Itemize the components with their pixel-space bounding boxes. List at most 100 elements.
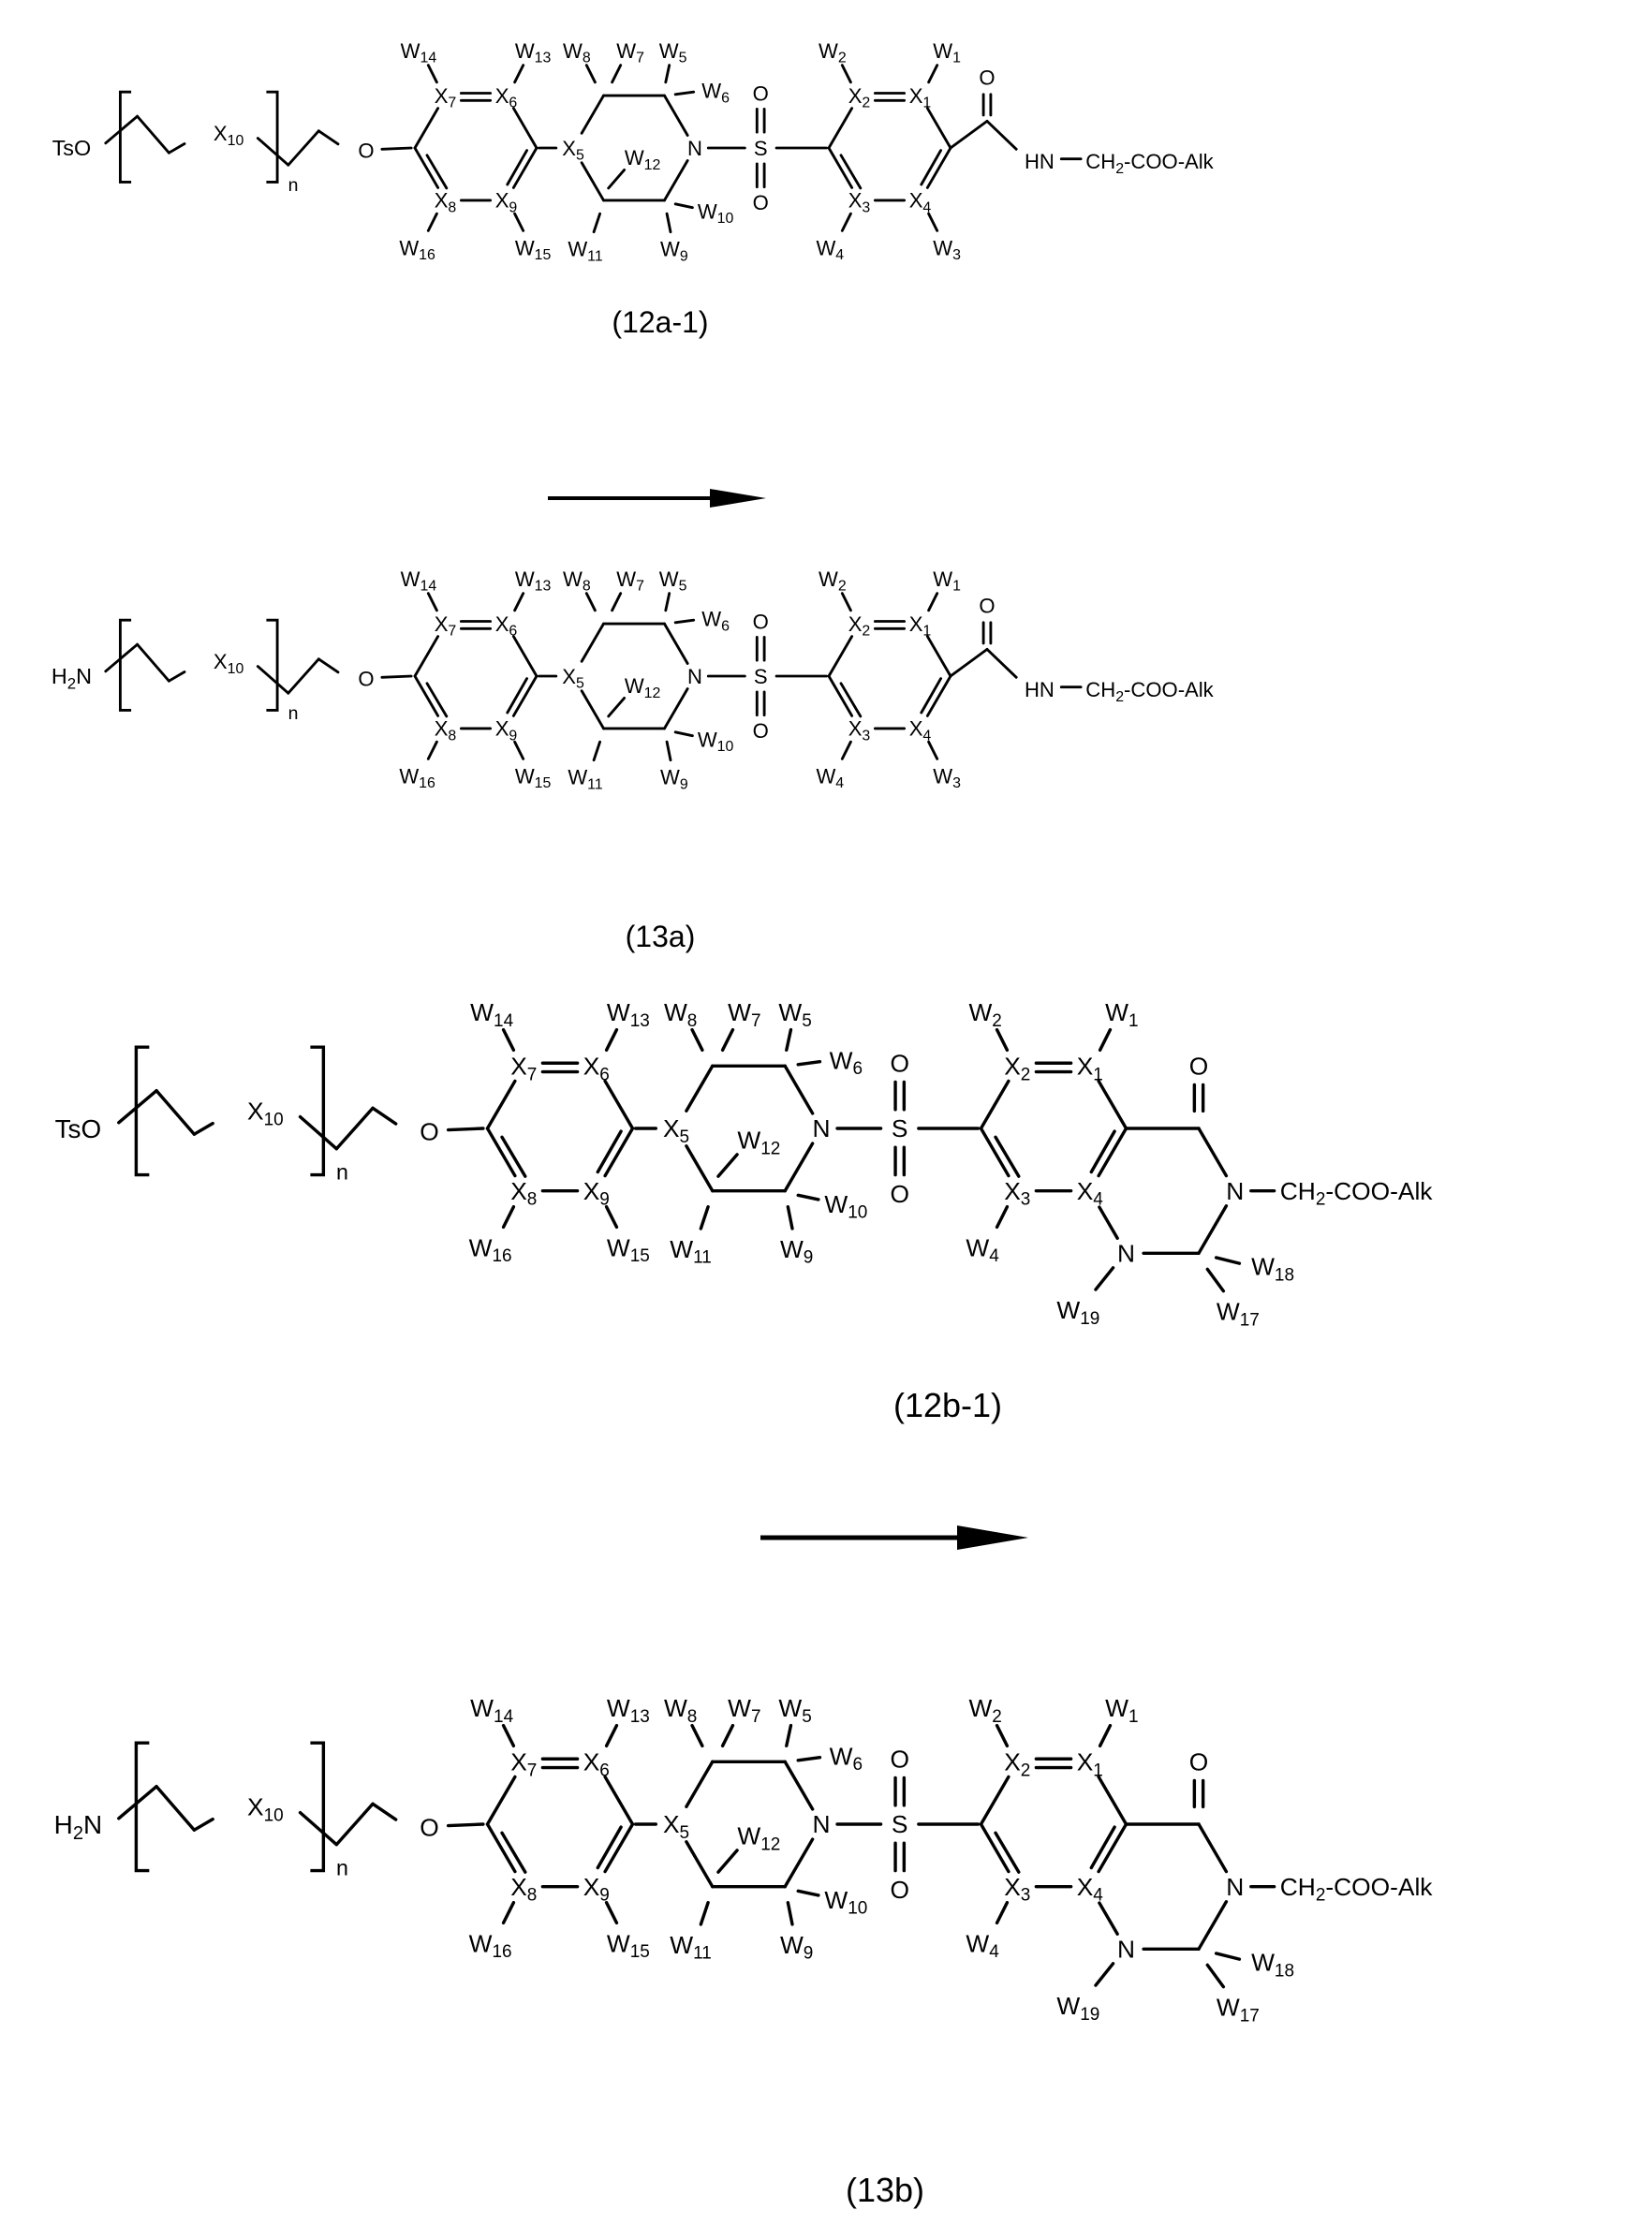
bond [783, 1064, 815, 1115]
bond [580, 689, 605, 730]
atom-label-w5: W5 [659, 39, 687, 66]
atom-label-w12: W12 [737, 1127, 780, 1159]
atom-label-w8: W8 [563, 567, 591, 595]
atom-label-w8: W8 [664, 1694, 697, 1727]
atom-label-w1: W1 [1105, 998, 1138, 1031]
bond [584, 64, 597, 84]
bond [785, 1027, 793, 1053]
bracket-open [134, 1045, 150, 1177]
atom-label-w2: W2 [819, 39, 847, 66]
bond [985, 647, 1018, 679]
bond [785, 1723, 793, 1748]
atom-label-w16: W16 [469, 1233, 512, 1266]
atom-label-w12: W12 [737, 1822, 780, 1855]
bond [1197, 1900, 1229, 1952]
atom-label-x7: X7 [435, 84, 457, 111]
bond [925, 635, 952, 678]
atom-label-w1: W1 [933, 567, 961, 595]
atom-label-w18: W18 [1251, 1948, 1294, 1981]
atom-label-w9: W9 [780, 1235, 813, 1268]
bond [995, 1723, 1010, 1748]
atom-label-w7: W7 [728, 1694, 760, 1727]
bond [839, 154, 863, 190]
bracket-open [134, 1741, 150, 1873]
bond [485, 1775, 517, 1826]
bond [685, 1144, 715, 1193]
bond [485, 1127, 517, 1178]
bond [485, 1079, 517, 1130]
reaction-arrow-2-head [957, 1525, 1028, 1550]
bond [446, 1822, 485, 1828]
atom-label-s: S [754, 137, 768, 160]
atom-label-w11: W11 [670, 1931, 712, 1964]
bond [673, 618, 696, 625]
bond [1197, 1204, 1229, 1256]
bond [611, 592, 623, 612]
bond [720, 1027, 735, 1053]
atom-label-x6: X6 [583, 1053, 610, 1085]
atom-label-s: S [754, 665, 768, 688]
bond [1197, 1822, 1229, 1874]
atom-label-ring_n: N [812, 1810, 830, 1838]
atom-label-n: n [288, 703, 299, 724]
bond [592, 740, 602, 762]
bond [501, 1027, 516, 1053]
atom-label-w13: W13 [515, 39, 552, 66]
bond [1094, 1266, 1115, 1291]
atom-label-o_linker: O [358, 139, 374, 162]
atom-label-w3: W3 [933, 236, 961, 263]
atom-label-w17: W17 [1217, 1298, 1260, 1331]
atom-label-w6: W6 [701, 608, 730, 635]
atom-label-w6: W6 [830, 1742, 863, 1775]
atom-label-x9: X9 [583, 1873, 610, 1906]
bond [167, 670, 186, 683]
bond [426, 740, 438, 760]
bond [673, 202, 694, 210]
bond [446, 1127, 485, 1132]
bond [840, 740, 852, 760]
bond [334, 1802, 375, 1847]
atom-label-o_linker: O [358, 667, 374, 690]
bond [920, 677, 943, 715]
bracket-close [310, 1741, 326, 1873]
bond [685, 1840, 715, 1889]
bond [827, 635, 854, 678]
bond [413, 674, 440, 717]
atom-label-x2: X2 [848, 612, 871, 640]
bracket-close [310, 1045, 326, 1177]
bond [371, 1106, 398, 1126]
atom-label-x4: X4 [1077, 1177, 1103, 1210]
bond [1089, 1129, 1116, 1174]
bond [298, 1810, 339, 1847]
bond [511, 635, 538, 678]
bond [925, 674, 952, 717]
bond [604, 1204, 619, 1230]
bond [699, 1204, 710, 1230]
bond [663, 159, 689, 202]
bond [155, 1088, 197, 1136]
atom-label-x4: X4 [1077, 1873, 1103, 1906]
bond [783, 1837, 815, 1889]
atom-label-n: n [336, 1160, 348, 1185]
atom-label-w11: W11 [670, 1235, 712, 1268]
atom-label-w11: W11 [568, 766, 603, 793]
bond [840, 64, 852, 84]
bond [663, 94, 689, 137]
bond [603, 1822, 635, 1874]
atom-label-w3: W3 [933, 764, 961, 791]
bond [500, 1135, 527, 1178]
atom-label-w13: W13 [515, 567, 552, 595]
bond [584, 592, 597, 612]
bond [500, 1831, 527, 1874]
atom-label-x10: X10 [247, 1793, 284, 1826]
atom-label-n3: N [1226, 1177, 1244, 1205]
atom-label-x6: X6 [583, 1748, 610, 1781]
bond [1098, 1901, 1119, 1936]
bracket-open [118, 618, 132, 712]
atom-label-x1: X1 [1077, 1053, 1103, 1085]
bond [425, 682, 449, 718]
bond [426, 592, 438, 612]
atom-label-w11: W11 [568, 238, 603, 265]
bond [786, 1900, 794, 1926]
atom-label-s: S [892, 1114, 908, 1142]
